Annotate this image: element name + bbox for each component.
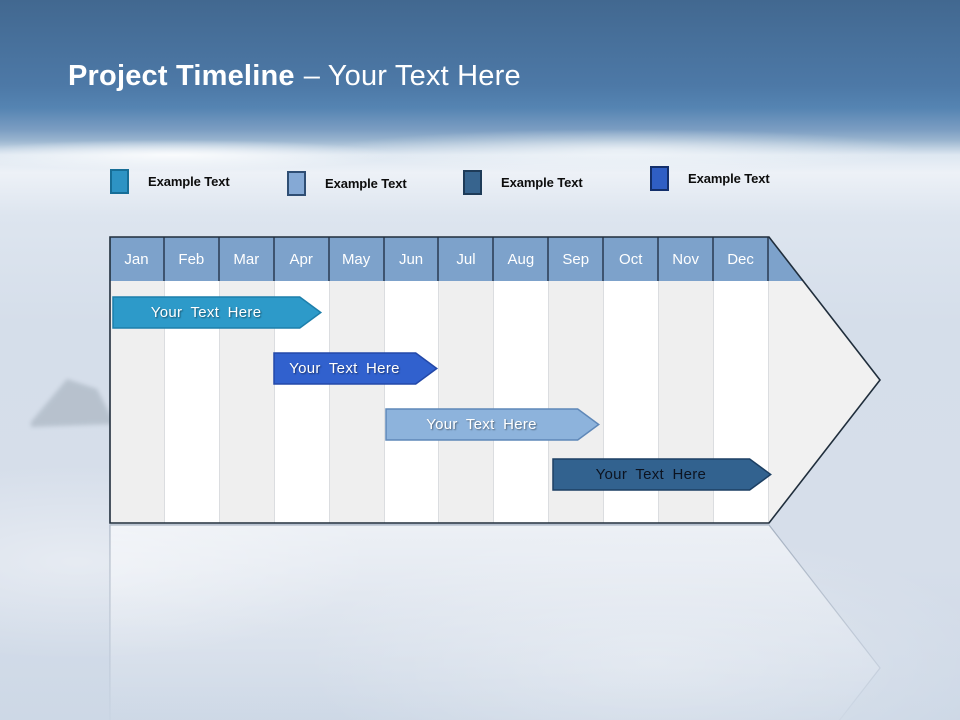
chart-reflection [109,524,881,720]
legend-label: Example Text [501,174,583,190]
month-cell-aug[interactable]: Aug [494,237,550,281]
month-cell-nov[interactable]: Nov [659,237,715,281]
month-cell-sep[interactable]: Sep [549,237,605,281]
timeline-column-may [329,281,385,523]
month-cell-mar[interactable]: Mar [220,237,275,281]
legend-item-1[interactable]: Example Text [110,168,230,194]
bar-label: Your Text Here [595,466,707,483]
page-title[interactable]: Project Timeline– Your Text Here [68,60,521,93]
bar-label: Your Text Here [289,360,400,377]
month-cell-apr[interactable]: Apr [275,237,330,281]
legend-swatch-icon [463,169,482,195]
month-cell-oct[interactable]: Oct [604,237,660,281]
timeline-bar-3[interactable]: Your Text Here [385,408,601,441]
month-cell-feb[interactable]: Feb [165,237,220,281]
legend-swatch-icon [287,170,306,196]
month-cell-jan[interactable]: Jan [110,237,165,281]
timeline-column-jul [439,281,495,523]
month-cell-may[interactable]: May [330,237,385,281]
timeline-bar-2[interactable]: Your Text Here [273,352,439,385]
legend-swatch-icon [650,165,669,191]
timeline-bar-1[interactable]: Your Text Here [112,296,323,329]
legend-label: Example Text [688,170,770,186]
title-regular-text: – Your Text Here [303,60,521,92]
month-cell-jul[interactable]: Jul [440,237,495,281]
timeline-bar-4[interactable]: Your Text Here [552,458,773,491]
legend-label: Example Text [325,175,407,191]
month-cell-jun[interactable]: Jun [385,237,440,281]
legend-item-3[interactable]: Example Text [463,169,583,195]
bar-label: Your Text Here [150,304,262,321]
legend-label: Example Text [148,173,230,189]
airplane-tail-silhouette [31,379,115,427]
month-cell-dec[interactable]: Dec [714,237,769,281]
timeline-column-aug [494,281,550,523]
legend-item-4[interactable]: Example Text [650,165,770,191]
title-bold-text: Project Timeline [68,60,295,92]
legend-item-2[interactable]: Example Text [287,170,407,196]
timeline-column-jun [384,281,440,523]
legend-swatch-icon [110,168,129,194]
bar-label: Your Text Here [426,416,537,433]
